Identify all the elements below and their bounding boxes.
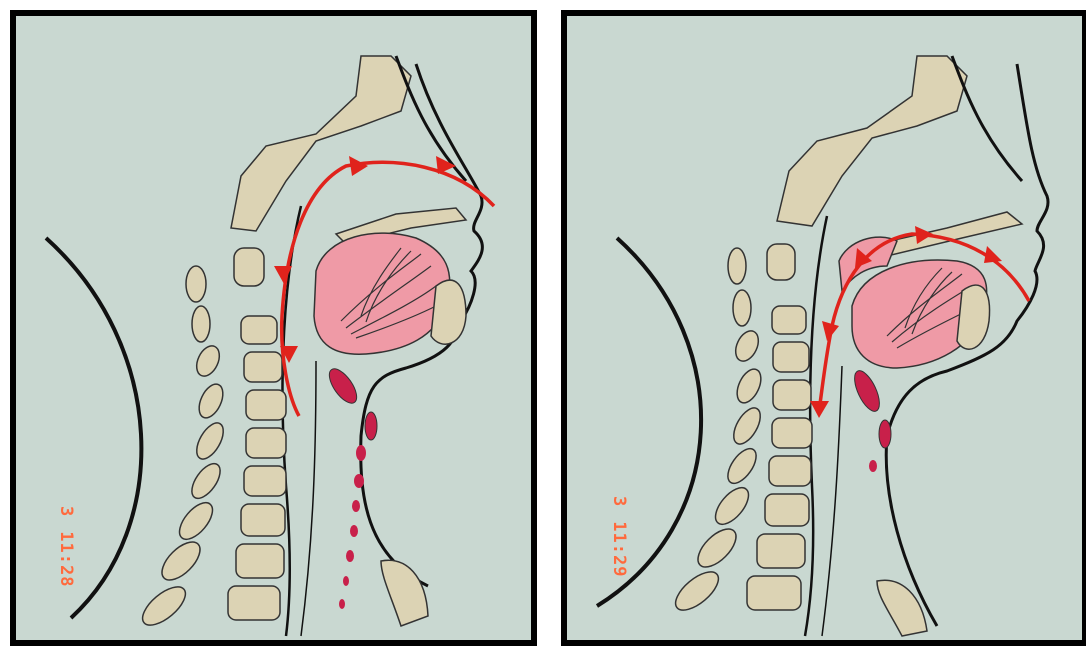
airflow-arrowhead [349, 156, 368, 176]
head-neck-sagittal-diagram-right [567, 16, 1082, 640]
tongue [314, 233, 450, 354]
airflow-arrowhead [984, 246, 1002, 263]
mandible [431, 280, 466, 344]
sternum-clavicle [877, 580, 927, 636]
epiglottis [850, 367, 885, 414]
diagram-panel-left: 3 11:28 [10, 10, 537, 646]
airflow-arrowhead [810, 401, 829, 418]
sternum-clavicle [381, 560, 428, 626]
date-stamp-time: 11:29 [609, 521, 629, 577]
arytenoid-cartilage [879, 420, 891, 448]
panel-right-canvas: 3 11:29 [567, 16, 1082, 640]
panel-left-canvas: 3 11:28 [16, 16, 531, 640]
date-stamp-month: 3 [56, 506, 76, 517]
arytenoid-cartilage [365, 412, 377, 440]
hard-palate [877, 212, 1022, 256]
cervical-vertebrae [228, 248, 286, 620]
skull-base-bone [777, 56, 967, 226]
esophagus-wall [301, 361, 316, 636]
head-neck-sagittal-diagram-left [16, 16, 531, 640]
mandible [957, 285, 990, 349]
diagram-panel-right: 3 11:29 [561, 10, 1086, 646]
spinous-processes [136, 266, 228, 632]
epiglottis [324, 364, 362, 407]
date-stamp-month: 3 [609, 496, 629, 507]
date-stamp-right: 3 11:29 [610, 496, 627, 577]
date-stamp-left: 3 11:28 [57, 506, 74, 587]
date-stamp-time: 11:28 [56, 531, 76, 587]
skull-base-bone [231, 56, 411, 231]
spinous-processes [669, 248, 765, 617]
tracheal-ring [869, 460, 877, 472]
